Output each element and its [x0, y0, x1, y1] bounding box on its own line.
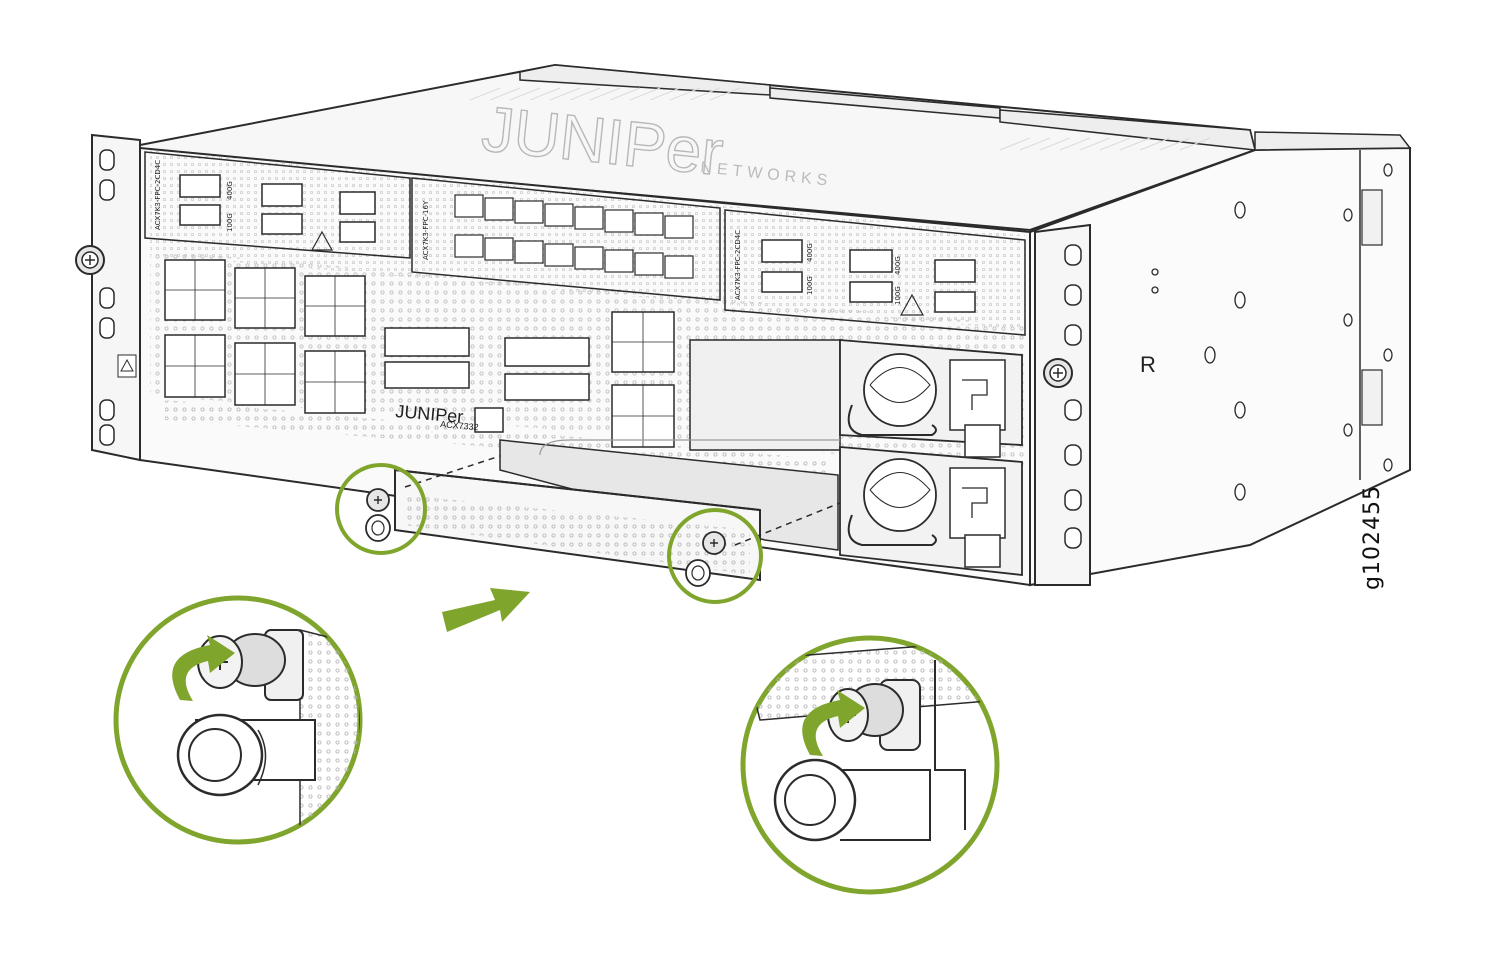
power-supply-1: [839, 339, 1023, 458]
line-card-2: ACX7K3-FPC-16Y: [411, 177, 721, 301]
model-label: ACX7332: [440, 419, 479, 432]
rotate-clockwise-icon: [172, 635, 235, 701]
sfp-port: [544, 243, 574, 267]
port-speed-6: 100G: [894, 286, 902, 305]
sfp-port: [574, 246, 604, 270]
left-rack-ear: [75, 133, 141, 462]
screw-highlight-left: [335, 463, 427, 555]
line-card-1: ACX7K3-FPC-2CD4C 400G 100G: [144, 151, 411, 259]
captive-screw-icon: [685, 531, 726, 587]
sfp-port: [484, 237, 514, 261]
port-speed-2: 100G: [226, 213, 234, 232]
sfp-port: [514, 200, 544, 224]
sfp-port: [664, 255, 694, 279]
captive-screw-icon: [365, 488, 391, 542]
sfp-port: [574, 206, 604, 230]
figure-id-label: g102455: [1360, 485, 1385, 590]
sfp-port: [454, 234, 484, 258]
mpc-label-2: ACX7K3-FPC-16Y: [422, 200, 430, 260]
sfp-port: [634, 212, 664, 236]
sfp-port: [514, 240, 544, 264]
rotate-clockwise-icon: [802, 690, 865, 756]
chassis-top: JUNIPer NETWORKS: [139, 63, 1257, 232]
arrow-right-icon: [442, 588, 530, 632]
port-speed-5: 400G: [894, 256, 902, 275]
rear-mark-label: R: [1140, 352, 1156, 377]
port-speed-3: 400G: [806, 243, 814, 262]
detail-callout-left: [113, 595, 363, 845]
sfp-port-grid: [454, 194, 694, 279]
warning-triangle-icon: [310, 230, 334, 251]
screw-highlight-right: [667, 508, 763, 604]
detail-callout-right: [740, 635, 1000, 895]
port-speed-1: 400G: [226, 181, 234, 200]
captive-screw-icon: [1043, 358, 1073, 388]
mpc-label-3: ACX7K3-FPC-2CD4C: [734, 230, 742, 300]
warning-triangle-icon: [899, 293, 925, 316]
sfp-port: [604, 209, 634, 233]
sfp-port: [544, 203, 574, 227]
port-speed-4: 100G: [806, 276, 814, 295]
warning-triangle-icon: [117, 354, 137, 378]
line-card-3: ACX7K3-FPC-2CD4C 400G 100G 400G 100G: [724, 209, 1026, 336]
sfp-port: [634, 252, 664, 276]
sfp-port: [484, 197, 514, 221]
sfp-port: [664, 215, 694, 239]
sfp-port: [454, 194, 484, 218]
sfp-port: [604, 249, 634, 273]
captive-screw-icon: [75, 245, 105, 275]
right-rack-ear: [1034, 223, 1091, 586]
power-supply-2: [839, 446, 1023, 577]
mpc-label-1: ACX7K3-FPC-2CD4C: [154, 160, 162, 230]
